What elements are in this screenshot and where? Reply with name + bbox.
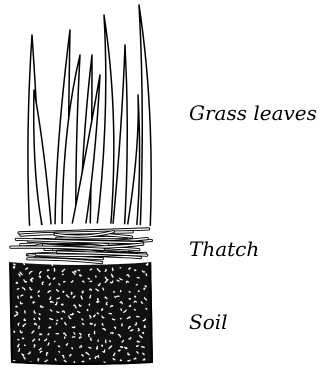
- soil-speck: [137, 346, 139, 347]
- soil-speck: [95, 324, 96, 326]
- soil-speck: [145, 286, 146, 287]
- soil-speck: [88, 278, 89, 279]
- soil-speck: [112, 268, 113, 270]
- soil-speck: [14, 264, 15, 265]
- soil-speck: [106, 302, 107, 304]
- soil-speck: [98, 356, 99, 358]
- soil-speck: [56, 323, 57, 324]
- soil-speck: [121, 309, 122, 311]
- soil-speck: [129, 299, 130, 300]
- soil-speck: [90, 323, 92, 324]
- soil-speck: [105, 270, 106, 272]
- soil-speck: [129, 291, 130, 292]
- soil-speck: [71, 292, 72, 294]
- soil-speck: [55, 359, 56, 360]
- soil-speck: [102, 345, 103, 346]
- soil-speck: [78, 270, 80, 271]
- soil-speck: [142, 347, 144, 348]
- soil-speck: [87, 309, 88, 310]
- soil-speck: [16, 282, 17, 283]
- thatch-label: Thatch: [189, 239, 259, 259]
- soil-speck: [120, 360, 121, 361]
- soil-speck: [90, 269, 91, 270]
- soil-speck: [63, 291, 64, 292]
- soil-speck: [57, 312, 59, 313]
- soil-speck: [128, 360, 130, 361]
- soil-speck: [18, 323, 19, 325]
- soil-speck: [135, 296, 136, 297]
- grass-leaves-label: Grass leaves: [189, 103, 317, 123]
- soil-speck: [34, 318, 35, 319]
- soil-speck: [47, 270, 49, 271]
- soil-speck: [74, 271, 75, 272]
- soil-speck: [102, 309, 103, 311]
- soil-speck: [136, 284, 137, 285]
- soil-speck: [17, 289, 18, 290]
- soil-speck: [143, 333, 144, 334]
- soil-speck: [23, 338, 24, 339]
- soil-speck: [53, 278, 54, 279]
- soil-block: [10, 252, 152, 364]
- soil-speck: [21, 295, 23, 296]
- soil-speck: [98, 299, 99, 301]
- soil-speck: [74, 333, 75, 335]
- soil-speck: [114, 292, 115, 293]
- soil-speck: [82, 324, 83, 325]
- soil-speck: [146, 308, 147, 309]
- soil-speck: [111, 306, 113, 307]
- soil-speck: [138, 329, 139, 331]
- soil-speck: [13, 267, 14, 268]
- grass-leaves: [28, 5, 151, 235]
- soil-speck: [50, 301, 53, 302]
- soil-speck: [105, 297, 107, 299]
- soil-speck: [82, 355, 84, 356]
- soil-speck: [82, 319, 83, 320]
- soil-speck: [14, 331, 15, 332]
- soil-label: Soil: [189, 312, 228, 332]
- soil-speck: [61, 318, 62, 319]
- soil-speck: [62, 304, 63, 305]
- soil-speck: [129, 268, 130, 269]
- soil-speck: [97, 313, 98, 314]
- soil-speck: [121, 347, 123, 348]
- soil-speck: [109, 341, 110, 342]
- soil-speck: [97, 346, 98, 349]
- soil-speck: [57, 320, 58, 321]
- soil-speck: [103, 288, 104, 290]
- soil-speck: [39, 314, 40, 315]
- soil-speck: [111, 333, 114, 334]
- soil-speck: [16, 306, 17, 307]
- soil-speck: [59, 346, 60, 347]
- soil-speck: [146, 274, 147, 276]
- soil-speck: [59, 352, 60, 353]
- soil-speck: [39, 295, 40, 296]
- soil-speck: [138, 291, 139, 292]
- soil-speck: [18, 296, 19, 298]
- soil-speck: [72, 348, 73, 349]
- soil-speck: [24, 264, 25, 265]
- soil-speck: [137, 316, 139, 317]
- soil-speck: [34, 345, 35, 347]
- soil-speck: [135, 270, 136, 271]
- soil-speck: [49, 327, 51, 328]
- soil-speck: [122, 324, 123, 326]
- soil-speck: [38, 359, 39, 361]
- soil-speck: [144, 288, 145, 289]
- soil-speck: [50, 297, 51, 299]
- thatch-layer: [8, 223, 152, 265]
- soil-speck: [115, 297, 116, 298]
